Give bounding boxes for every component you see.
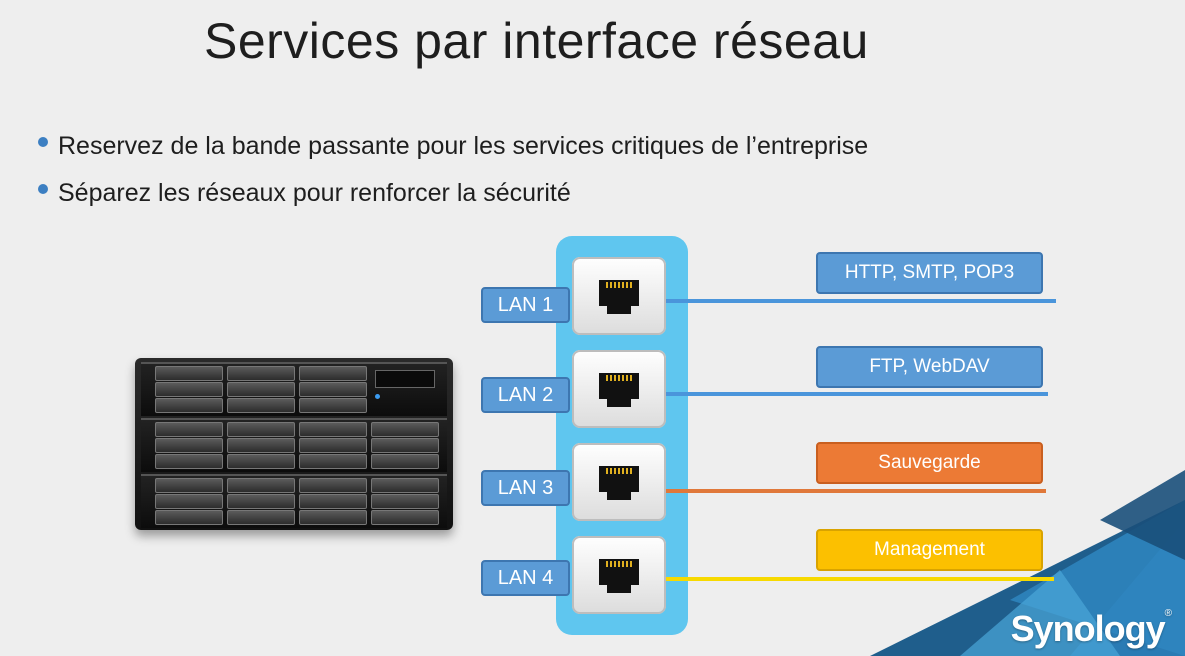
rj45-port-4 (572, 536, 666, 614)
drive-bay (155, 478, 223, 493)
bullet-icon (38, 137, 48, 147)
drive-bay (155, 382, 223, 397)
bullet-item: Reservez de la bande passante pour les s… (38, 126, 868, 173)
status-led (375, 394, 380, 399)
drive-bay (371, 454, 439, 469)
drive-bay (299, 366, 367, 381)
rj45-port-1 (572, 257, 666, 335)
service-box-1: HTTP, SMTP, POP3 (816, 252, 1043, 294)
drive-bay (155, 366, 223, 381)
wire-lan-3 (666, 489, 1046, 493)
service-box-4: Management (816, 529, 1043, 571)
rj45-port-3 (572, 443, 666, 521)
rj45-port-icon (599, 373, 639, 407)
bullet-item: Séparez les réseaux pour renforcer la sé… (38, 173, 868, 220)
drive-bay (155, 454, 223, 469)
lan-label-1: LAN 1 (481, 287, 570, 323)
drive-bay (299, 494, 367, 509)
drive-bay (227, 422, 295, 437)
service-box-2: FTP, WebDAV (816, 346, 1043, 388)
drive-bay (299, 422, 367, 437)
drive-bay (227, 478, 295, 493)
drive-bay (299, 454, 367, 469)
drive-bay (299, 478, 367, 493)
drive-bay (227, 382, 295, 397)
drive-bay (371, 422, 439, 437)
drive-bay (155, 510, 223, 525)
lcd-panel (375, 370, 435, 388)
drive-bay (299, 382, 367, 397)
drive-bay (227, 454, 295, 469)
drive-bay (299, 510, 367, 525)
lan-label-2: LAN 2 (481, 377, 570, 413)
drive-bay (227, 398, 295, 413)
drive-bay (155, 438, 223, 453)
drive-bay (371, 510, 439, 525)
drive-bay (371, 478, 439, 493)
rj45-port-icon (599, 280, 639, 314)
service-box-3: Sauvegarde (816, 442, 1043, 484)
nas-server-image (135, 358, 453, 530)
rj45-port-2 (572, 350, 666, 428)
lan-label-3: LAN 3 (481, 470, 570, 506)
drive-bay (155, 422, 223, 437)
rj45-port-icon (599, 466, 639, 500)
drive-bay (299, 438, 367, 453)
slide-title: Services par interface réseau (204, 13, 869, 69)
drive-bay (371, 494, 439, 509)
drive-bay (227, 494, 295, 509)
drive-bay (227, 438, 295, 453)
drive-bay (299, 398, 367, 413)
drive-bay (155, 398, 223, 413)
lan-label-4: LAN 4 (481, 560, 570, 596)
drive-bay (227, 366, 295, 381)
rj45-port-icon (599, 559, 639, 593)
synology-logo: Synology® (1010, 608, 1172, 649)
wire-lan-4 (666, 577, 1054, 581)
drive-bay (155, 494, 223, 509)
wire-lan-2 (666, 392, 1048, 396)
bullet-icon (38, 184, 48, 194)
bullet-list: Reservez de la bande passante pour les s… (38, 126, 868, 220)
wire-lan-1 (666, 299, 1056, 303)
drive-bay (227, 510, 295, 525)
drive-bay (371, 438, 439, 453)
